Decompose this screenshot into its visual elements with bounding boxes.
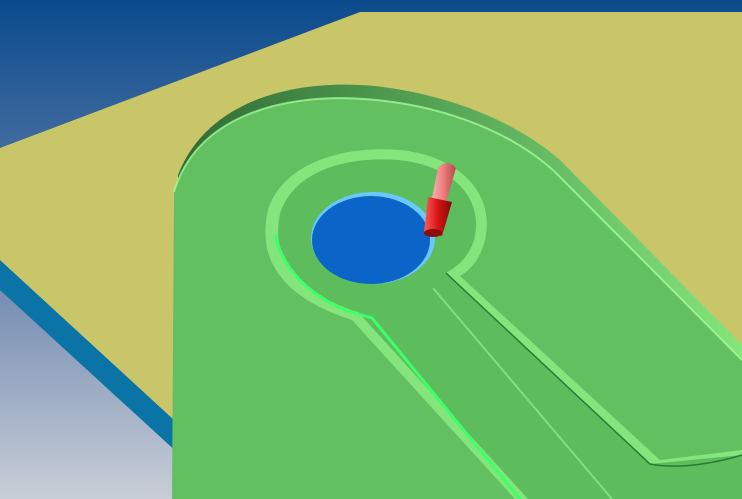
slot-center-line [432, 287, 613, 499]
raised-pad-edge-highlight [173, 97, 742, 361]
tool-holder [424, 197, 452, 236]
tool-shank [432, 163, 456, 202]
slot-groove-edge [273, 234, 522, 499]
tool-tip [424, 229, 442, 237]
slot-right-edge [445, 272, 742, 467]
bored-hole [312, 196, 430, 284]
